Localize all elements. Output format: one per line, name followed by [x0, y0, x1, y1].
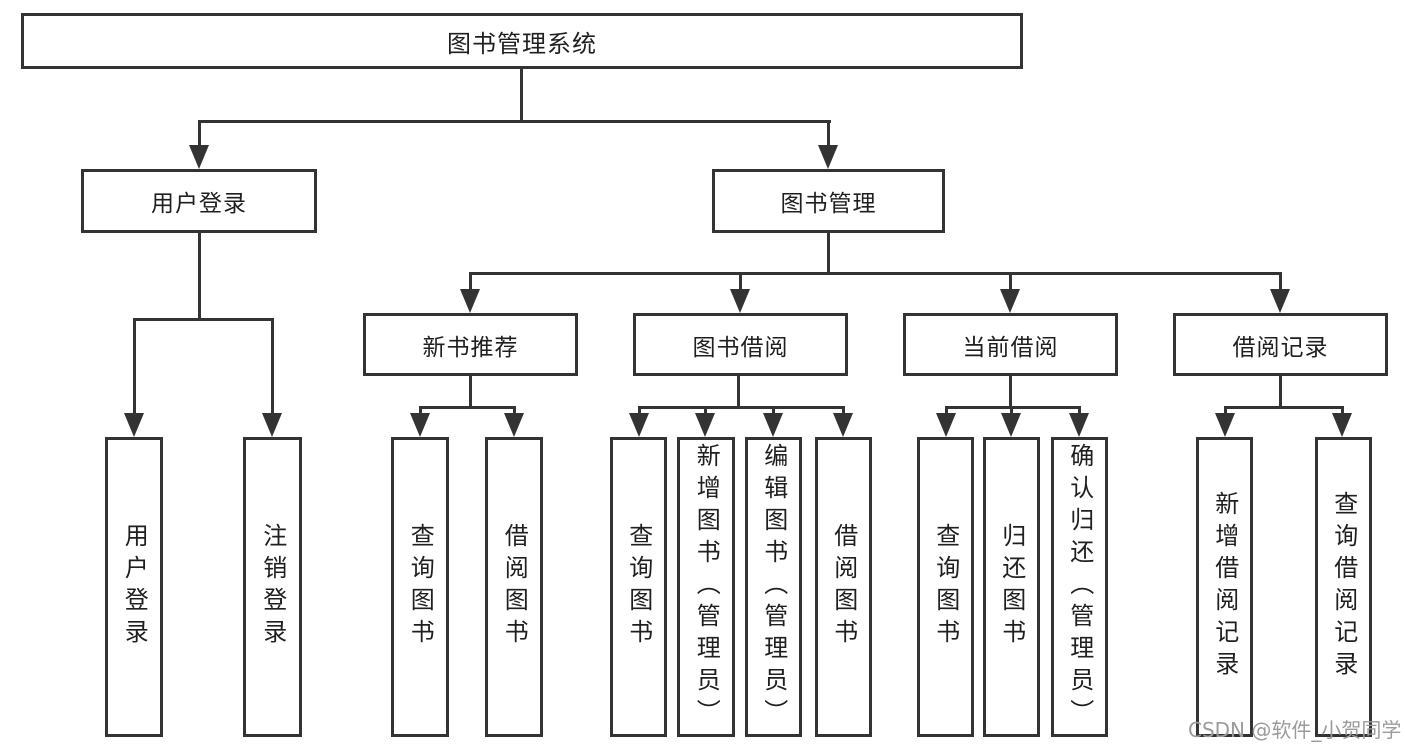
connector-level2-bar — [198, 120, 831, 123]
leaf-confirm-return-admin: 确认归还（管理员） — [1051, 437, 1108, 737]
connector-group2-bar — [945, 406, 1081, 409]
connector-group3-bar — [1224, 406, 1344, 409]
arrowhead-current-borrow-icon — [1000, 289, 1020, 313]
arrowhead-group2-leaf2-icon — [1069, 413, 1089, 437]
arrowhead-book-management-icon — [818, 145, 838, 169]
connector-root-stem — [520, 69, 523, 120]
connector-to-leaf-logout — [271, 318, 274, 416]
arrowhead-user-login-icon — [189, 145, 209, 169]
leaf-query-books-current: 查询图书 — [917, 437, 974, 737]
arrowhead-leaf-logout-icon — [262, 413, 282, 437]
leaf-label: 注销登录 — [258, 523, 287, 651]
node-new-book-recommend: 新书推荐 — [363, 313, 578, 376]
leaf-label: 查询借阅记录 — [1329, 491, 1358, 683]
connector-group0-stem — [469, 376, 472, 406]
node-label: 新书推荐 — [422, 334, 519, 361]
arrowhead-group1-leaf2-icon — [763, 413, 783, 437]
node-current-borrow: 当前借阅 — [903, 313, 1118, 376]
connector-to-leaf-login — [133, 318, 136, 416]
arrowhead-group3-leaf1-icon — [1332, 413, 1352, 437]
leaf-add-books-admin: 新增图书（管理员） — [677, 437, 735, 737]
node-label: 借阅记录 — [1232, 334, 1329, 361]
arrowhead-group2-leaf0-icon — [936, 413, 956, 437]
leaf-label: 确认归还（管理员） — [1065, 443, 1094, 731]
connector-login-bar — [133, 318, 274, 321]
arrowhead-group1-leaf1-icon — [695, 413, 715, 437]
leaf-label: 新增借阅记录 — [1210, 491, 1239, 683]
leaf-edit-books-admin: 编辑图书（管理员） — [745, 437, 802, 737]
arrowhead-group2-leaf1-icon — [1001, 413, 1021, 437]
arrowhead-group0-leaf1-icon — [504, 413, 524, 437]
node-user-login: 用户登录 — [81, 169, 317, 233]
leaf-add-borrow-record: 新增借阅记录 — [1196, 437, 1253, 737]
connector-to-new-book — [469, 272, 472, 292]
arrowhead-group3-leaf0-icon — [1215, 413, 1235, 437]
connector-to-user-login — [198, 120, 201, 150]
node-label: 用户登录 — [151, 191, 247, 217]
node-borrow-record: 借阅记录 — [1173, 313, 1388, 376]
node-label: 图书借阅 — [692, 334, 789, 361]
connector-group3-stem — [1279, 376, 1282, 406]
leaf-query-borrow-record: 查询借阅记录 — [1315, 437, 1372, 737]
leaf-label: 借阅图书 — [829, 523, 858, 651]
leaf-label: 查询图书 — [624, 523, 653, 651]
arrowhead-group1-leaf3-icon — [833, 413, 853, 437]
csdn-watermark: CSDN @软件_小贺同学 — [1188, 718, 1402, 742]
leaf-return-books: 归还图书 — [983, 437, 1040, 737]
connector-management-stem — [827, 233, 830, 272]
arrowhead-new-book-icon — [460, 289, 480, 313]
leaf-borrow-books-recommend: 借阅图书 — [485, 437, 543, 737]
connector-login-stem — [198, 233, 201, 318]
leaf-label: 用户登录 — [120, 523, 149, 651]
leaf-label: 查询图书 — [406, 523, 435, 651]
connector-to-borrow-record — [1279, 272, 1282, 292]
leaf-label: 查询图书 — [931, 523, 960, 651]
node-book-management: 图书管理 — [712, 169, 945, 233]
node-label: 图书管理 — [780, 191, 877, 217]
connector-group1-stem — [737, 376, 740, 406]
leaf-label: 编辑图书（管理员） — [759, 443, 788, 731]
connector-to-book-management — [827, 120, 830, 150]
node-library-management-system: 图书管理系统 — [21, 13, 1023, 69]
connector-level3-bar — [469, 272, 1281, 275]
node-book-borrow: 图书借阅 — [633, 313, 848, 376]
connector-to-current-borrow — [1009, 272, 1012, 292]
connector-group1-bar — [638, 406, 845, 409]
connector-group2-stem — [1009, 376, 1012, 406]
node-label: 图书管理系统 — [447, 29, 597, 58]
leaf-query-books-borrow: 查询图书 — [610, 437, 667, 737]
node-label: 当前借阅 — [962, 334, 1059, 361]
leaf-label: 新增图书（管理员） — [692, 443, 721, 731]
leaf-user-login: 用户登录 — [105, 437, 163, 737]
arrowhead-group0-leaf0-icon — [410, 413, 430, 437]
connector-group0-bar — [419, 406, 515, 409]
leaf-query-books-recommend: 查询图书 — [391, 437, 449, 737]
arrowhead-leaf-login-icon — [124, 413, 144, 437]
leaf-borrow-books: 借阅图书 — [815, 437, 872, 737]
leaf-logout: 注销登录 — [243, 437, 302, 737]
arrowhead-book-borrow-icon — [730, 289, 750, 313]
connector-to-book-borrow — [739, 272, 742, 292]
arrowhead-group1-leaf0-icon — [629, 413, 649, 437]
leaf-label: 归还图书 — [997, 523, 1026, 651]
leaf-label: 借阅图书 — [500, 523, 529, 651]
arrowhead-borrow-record-icon — [1270, 289, 1290, 313]
